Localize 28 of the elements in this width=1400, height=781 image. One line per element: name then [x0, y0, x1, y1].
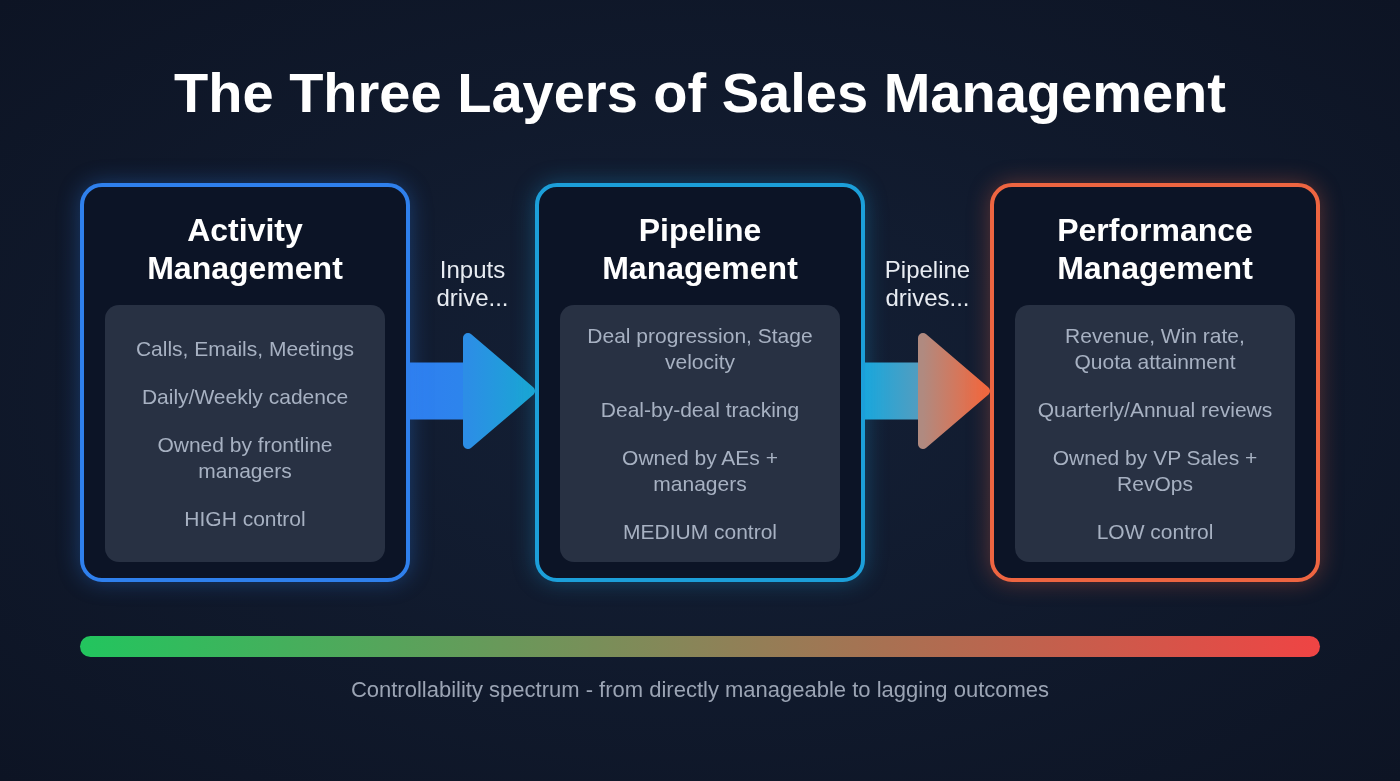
detail-text: Deal-by-deal tracking: [600, 396, 800, 423]
detail-text: Deal progression, Stage velocity: [586, 322, 814, 375]
detail-text: MEDIUM control: [623, 518, 777, 545]
layer-card: [80, 183, 410, 582]
details-panel: [560, 305, 840, 562]
detail-text: Owned by frontline managers: [156, 431, 334, 484]
edge-label: Inputs drive...: [435, 256, 510, 312]
card-heading: Pipeline Management: [601, 211, 799, 287]
layer-card: [990, 183, 1320, 582]
detail-text: Calls, Emails, Meetings: [135, 335, 355, 362]
detail-text: LOW control: [1096, 518, 1214, 545]
diagram-title: The Three Layers of Sales Management: [173, 60, 1227, 126]
details-panel: [105, 305, 385, 562]
detail-text: Revenue, Win rate, Quota attainment: [1064, 322, 1246, 375]
block-arrow: [410, 333, 535, 449]
spectrum-label: Controllability spectrum - from directly manageable to lagging outcomes: [350, 676, 1050, 704]
edge-label: Pipeline drives...: [883, 256, 972, 312]
card-heading: Performance Management: [1056, 211, 1254, 287]
details-panel: [1015, 305, 1295, 562]
detail-text: Owned by AEs + managers: [621, 444, 779, 497]
layer-card: [535, 183, 865, 582]
detail-text: Quarterly/Annual reviews: [1037, 396, 1273, 423]
detail-text: HIGH control: [184, 505, 306, 532]
block-arrow: [865, 333, 990, 449]
card-heading: Activity Management: [146, 211, 344, 287]
detail-text: Owned by VP Sales + RevOps: [1051, 444, 1259, 497]
detail-text: Daily/Weekly cadence: [141, 383, 349, 410]
spectrum-bar: [80, 636, 1320, 657]
